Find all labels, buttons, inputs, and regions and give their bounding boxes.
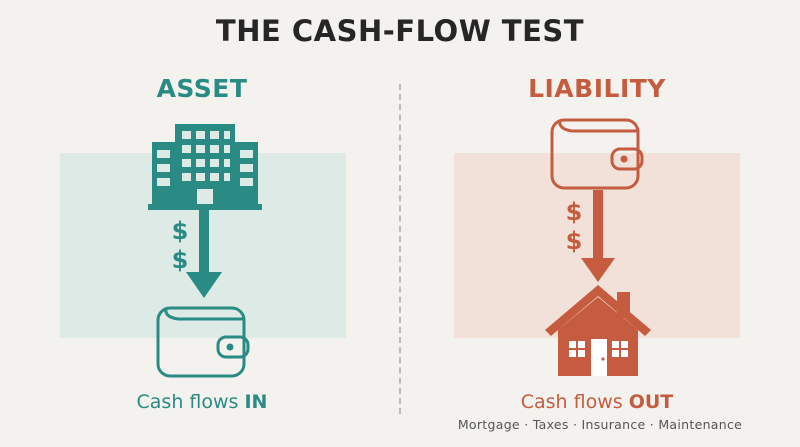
liability-caption: Cash flows OUT [447,391,747,413]
asset-caption-emphasis: IN [244,391,268,413]
arrow-down-icon [186,210,222,298]
asset-caption-prefix: Cash flows [136,391,245,413]
house-icon [545,285,651,376]
wallet-clasp [620,155,628,163]
liability-heading: LIABILITY [528,74,666,103]
liability-caption-emphasis: OUT [628,391,674,413]
wallet-clasp [226,343,234,351]
asset-caption: Cash flows IN [52,391,352,413]
asset-heading: ASSET [156,74,248,103]
asset-dollar-sign: $ [172,246,189,274]
page-title: THE CASH-FLOW TEST [215,14,585,48]
center-divider [399,84,401,414]
liability-dollar-sign: $ [566,227,583,255]
liability-caption-prefix: Cash flows [520,391,629,413]
asset-dollar-sign: $ [172,217,189,245]
office-building-icon [148,124,262,210]
liability-cost-list: Mortgage · Taxes · Insurance · Maintenan… [457,417,743,432]
arrow-down-icon [581,190,615,282]
wallet-icon [156,306,250,378]
liability-dollar-sign: $ [566,198,583,226]
wallet-icon [550,118,644,190]
